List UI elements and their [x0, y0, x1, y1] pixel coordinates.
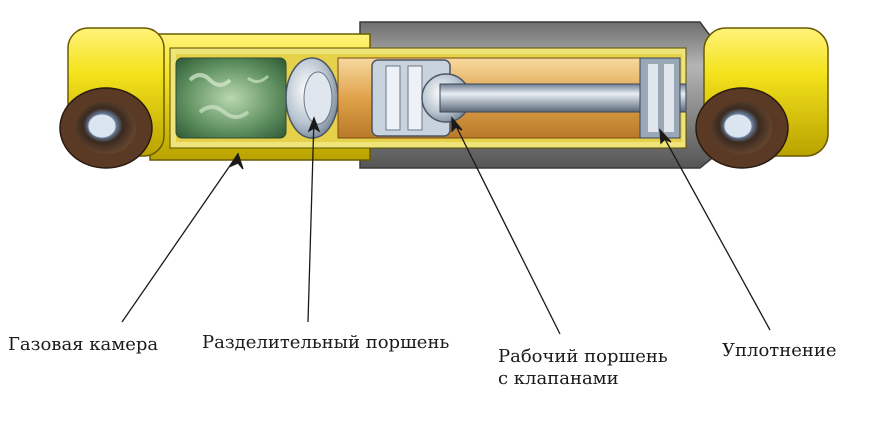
- label-separating-piston-text: Разделительный поршень: [202, 332, 450, 353]
- leader-seal: [659, 129, 771, 331]
- label-seal-text: Уплотнение: [722, 340, 837, 361]
- leader-lines: [121, 116, 771, 335]
- seal: [639, 57, 681, 139]
- label-working-piston: Рабочий поршень с клапанами: [498, 346, 668, 390]
- label-working-piston-line2: с клапанами: [498, 368, 619, 389]
- separating-piston: [285, 57, 339, 139]
- arrow-seal: [659, 128, 672, 145]
- label-separating-piston: Разделительный поршень: [202, 332, 449, 354]
- leader-working-piston: [451, 117, 561, 335]
- arrow-working-piston: [451, 116, 463, 133]
- label-gas-chamber: Газовая камера: [8, 334, 158, 356]
- left-mount-eye: [59, 27, 165, 169]
- label-seal: Уплотнение: [722, 340, 837, 362]
- arrow-separating-piston: [307, 116, 321, 133]
- arrow-gas-chamber: [229, 152, 244, 170]
- right-mount-eye: [695, 27, 829, 169]
- label-working-piston-line1: Рабочий поршень: [498, 346, 668, 367]
- gas-chamber: [175, 57, 287, 139]
- leader-separating-piston: [307, 117, 315, 323]
- leader-gas-chamber: [121, 153, 239, 323]
- label-gas-chamber-text: Газовая камера: [8, 334, 159, 355]
